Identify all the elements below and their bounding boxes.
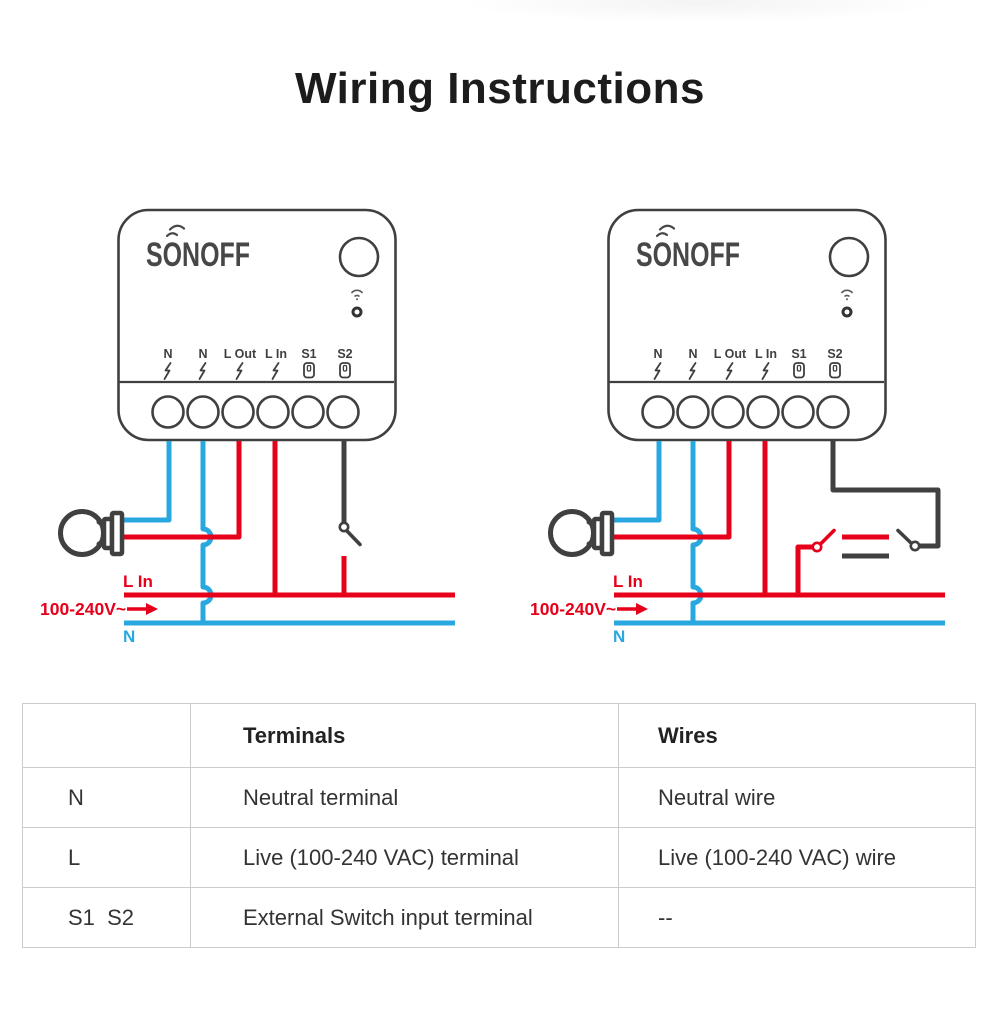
terminal-hole — [291, 395, 325, 429]
neutral-main-wire — [690, 441, 704, 623]
switch-input-icon — [793, 362, 805, 379]
voltage-arrow-icon — [127, 603, 158, 615]
smart-switch-device: SONOFF N N L Out L In S1 S2 — [607, 208, 887, 442]
terminal-desc-cell: Live (100-240 VAC) terminal — [190, 827, 619, 888]
external-switch — [338, 441, 362, 595]
terminal-hole — [186, 395, 220, 429]
wiring-diagram-single-switch: SONOFF N N L Out L In S1 S2 — [40, 208, 455, 646]
switch-input-icon — [339, 362, 351, 379]
terminal-cell: L — [22, 827, 191, 888]
terminal-hole — [816, 395, 850, 429]
bolt-icon — [198, 362, 207, 380]
terminal-hole — [676, 395, 710, 429]
bolt-icon — [725, 362, 734, 380]
wire-desc-cell: -- — [618, 887, 976, 948]
bolt-icon — [235, 362, 244, 380]
terminal-desc-cell: Neutral terminal — [190, 767, 619, 828]
wifi-icon — [840, 289, 854, 301]
live-out-wire-to-bulb — [124, 441, 242, 540]
live-in-label: L In — [123, 572, 153, 591]
device-button — [338, 236, 380, 278]
smart-switch-device: SONOFF N N L Out L In S1 S2 — [117, 208, 397, 442]
terminal-label-n2: N — [198, 347, 207, 361]
terminals-wires-table: Terminals Wires N Neutral terminal Neutr… — [22, 703, 976, 948]
table-row: L Live (100-240 VAC) terminal Live (100-… — [22, 827, 976, 888]
terminal-label-s2: S2 — [827, 347, 842, 361]
table-header-row: Terminals Wires — [22, 703, 976, 768]
led-indicator-icon — [351, 306, 363, 318]
terminal-hole — [711, 395, 745, 429]
wire-desc-cell: Neutral wire — [618, 767, 976, 828]
brand-logo: SONOFF — [146, 236, 250, 274]
wire-desc-cell: Live (100-240 VAC) wire — [618, 827, 976, 888]
wifi-icon — [350, 289, 364, 301]
brand-logo: SONOFF — [636, 236, 740, 274]
terminal-cell: S1 S2 — [22, 887, 191, 948]
terminal-hole — [326, 395, 360, 429]
neutral-label: N — [613, 627, 625, 646]
voltage-label: 100-240V~ — [40, 599, 126, 619]
two-way-switch — [795, 441, 941, 595]
page-top-shadow — [390, 0, 1000, 28]
table-row: N Neutral terminal Neutral wire — [22, 767, 976, 828]
terminal-label-n1: N — [163, 347, 172, 361]
logo-wifi-icon — [165, 224, 186, 238]
header-wires: Wires — [618, 703, 976, 768]
terminal-label-lin: L In — [755, 347, 777, 361]
bolt-icon — [271, 362, 280, 380]
bolt-icon — [688, 362, 697, 380]
bolt-icon — [761, 362, 770, 380]
bolt-icon — [163, 362, 172, 380]
table-row: S1 S2 External Switch input terminal -- — [22, 887, 976, 948]
terminal-label-n2: N — [688, 347, 697, 361]
terminal-desc-cell: External Switch input terminal — [190, 887, 619, 948]
terminal-hole — [151, 395, 185, 429]
terminal-hole — [256, 395, 290, 429]
wiring-diagram-two-way-switch: SONOFF N N L Out L In S1 S2 — [530, 208, 945, 646]
header-empty — [22, 703, 191, 768]
logo-wifi-icon — [655, 224, 676, 238]
live-out-wire-to-bulb — [614, 441, 732, 540]
switch-input-icon — [303, 362, 315, 379]
terminal-label-s2: S2 — [337, 347, 352, 361]
light-bulb — [548, 509, 615, 557]
terminal-hole — [221, 395, 255, 429]
page-title: Wiring Instructions — [295, 64, 705, 113]
live-in-label: L In — [613, 572, 643, 591]
terminal-hole — [746, 395, 780, 429]
neutral-wire-to-bulb — [614, 441, 662, 523]
terminal-hole — [641, 395, 675, 429]
terminal-hole — [781, 395, 815, 429]
terminal-label-s1: S1 — [301, 347, 316, 361]
voltage-arrow-icon — [617, 603, 648, 615]
voltage-label: 100-240V~ — [530, 599, 616, 619]
neutral-main-wire — [200, 441, 214, 623]
terminal-label-lin: L In — [265, 347, 287, 361]
led-indicator-icon — [841, 306, 853, 318]
header-terminals: Terminals — [190, 703, 619, 768]
switch-input-icon — [829, 362, 841, 379]
terminal-cell: N — [22, 767, 191, 828]
device-button — [828, 236, 870, 278]
terminal-label-lout: L Out — [224, 347, 257, 361]
light-bulb — [58, 509, 125, 557]
terminal-label-n1: N — [653, 347, 662, 361]
terminal-label-lout: L Out — [714, 347, 747, 361]
terminal-label-s1: S1 — [791, 347, 806, 361]
neutral-wire-to-bulb — [124, 441, 172, 523]
bolt-icon — [653, 362, 662, 380]
neutral-label: N — [123, 627, 135, 646]
